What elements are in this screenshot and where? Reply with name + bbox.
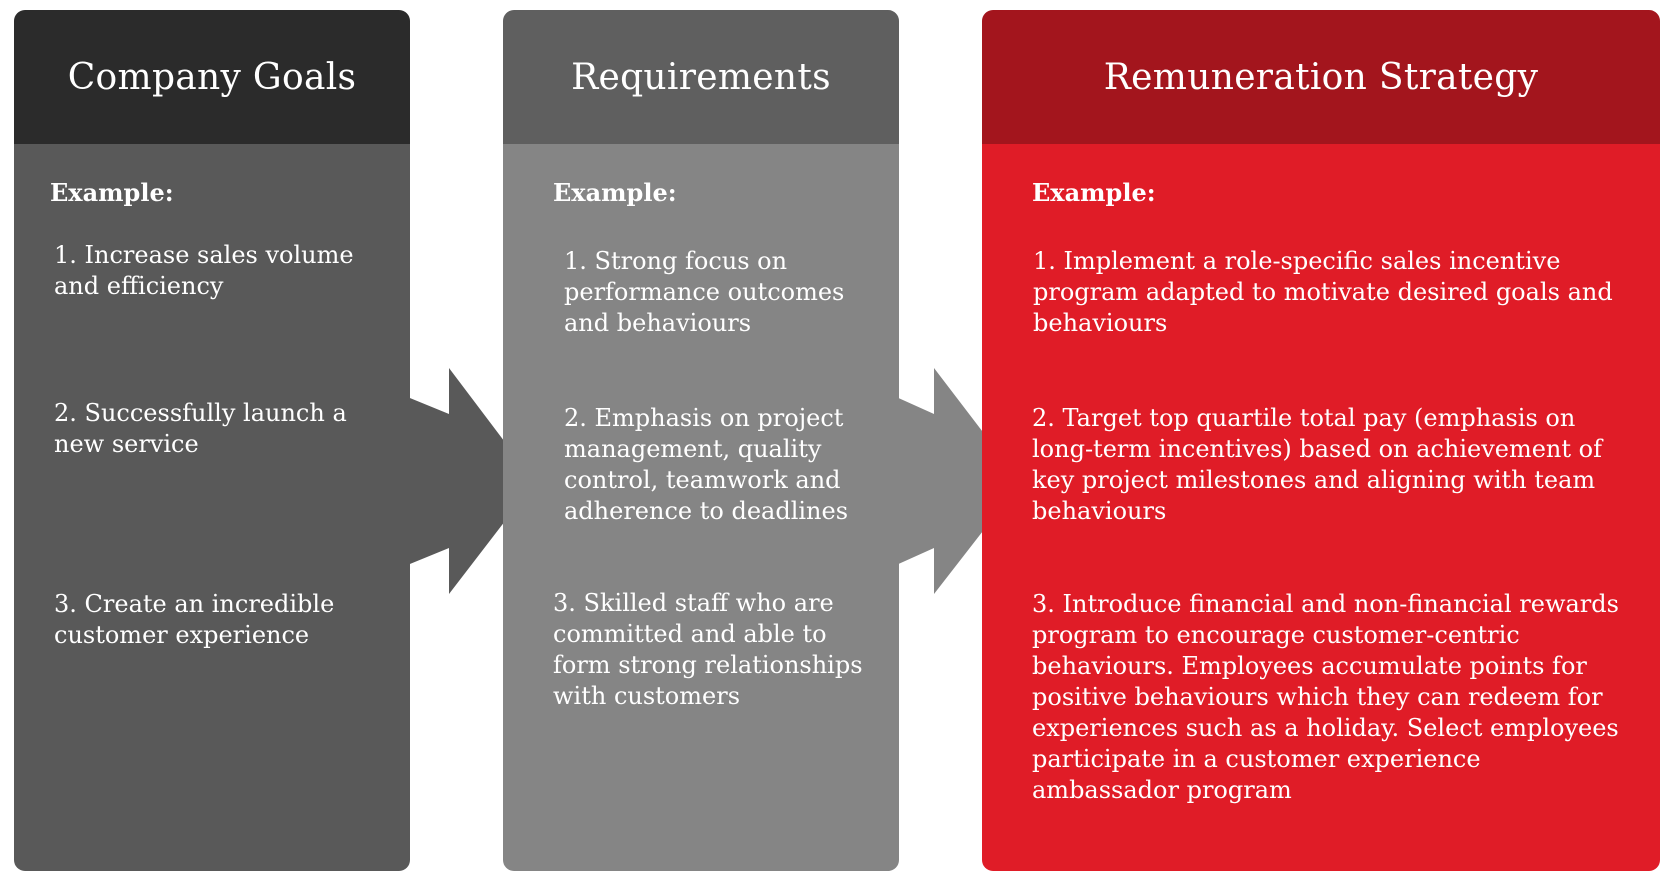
list-item: 1. Implement a role-specific sales incen…: [1033, 247, 1613, 337]
column-body: Example: 1. Strong focus on performance …: [503, 144, 899, 871]
column-title: Company Goals: [67, 56, 357, 98]
column-body: Example: 1. Increase sales volume and ef…: [14, 144, 410, 871]
list-item: 2. Successfully launch a new service: [54, 399, 347, 458]
example-label: Example:: [553, 178, 677, 207]
example-label: Example:: [50, 178, 174, 207]
list-item: 1. Increase sales volume and efficiency: [54, 241, 354, 300]
column-header: Remuneration Strategy: [982, 10, 1660, 144]
column-company-goals: Company Goals Example: 1. Increase sales…: [14, 10, 410, 871]
list-item: 1. Strong focus on performance outcomes …: [564, 247, 845, 337]
column-title: Requirements: [571, 56, 831, 98]
column-header: Company Goals: [14, 10, 410, 144]
column-title: Remuneration Strategy: [1103, 56, 1539, 98]
list-item: 3. Create an incredible customer experie…: [54, 590, 335, 649]
list-item: 2. Emphasis on project management, quali…: [564, 404, 849, 525]
list-item: 3. Introduce financial and non-financial…: [1032, 590, 1619, 804]
column-remuneration-strategy: Remuneration Strategy Example: 1. Implem…: [982, 10, 1660, 871]
list-item: 2. Target top quartile total pay (emphas…: [1032, 404, 1602, 525]
column-body: Example: 1. Implement a role-specific sa…: [982, 144, 1660, 871]
column-requirements: Requirements Example: 1. Strong focus on…: [503, 10, 899, 871]
example-label: Example:: [1032, 178, 1156, 207]
column-header: Requirements: [503, 10, 899, 144]
list-item: 3. Skilled staff who are committed and a…: [553, 589, 863, 710]
